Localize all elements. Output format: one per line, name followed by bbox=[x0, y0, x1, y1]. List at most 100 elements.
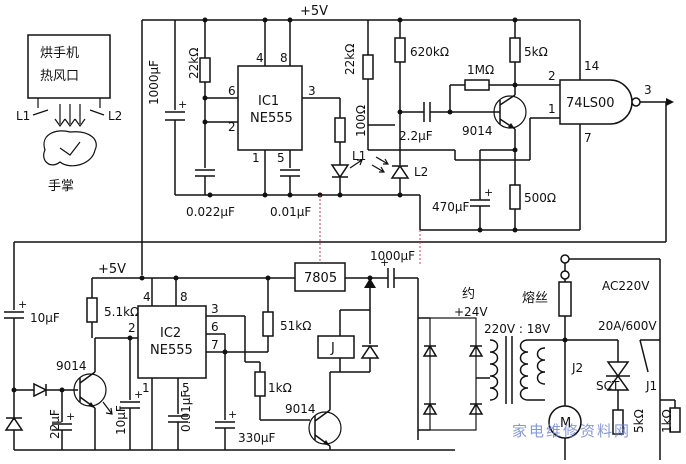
resistor-1k bbox=[254, 371, 266, 397]
vcc-bottom-label: +5V bbox=[98, 262, 126, 277]
gate-pin7: 7 bbox=[584, 131, 592, 145]
sensor-l2-mark bbox=[89, 109, 105, 116]
ic1-name: IC1 bbox=[258, 94, 279, 109]
r-51k-label: 51kΩ bbox=[280, 319, 311, 333]
transistor-9014-top bbox=[493, 95, 527, 129]
resistor-5k-bottom bbox=[612, 409, 624, 435]
transistor-collector bbox=[79, 371, 96, 384]
ic1-type: NE555 bbox=[250, 111, 293, 126]
diode-icon bbox=[33, 382, 48, 398]
ac-terminal bbox=[560, 254, 570, 264]
ic1-pin8: 8 bbox=[280, 51, 288, 65]
q-9014-left-label: 9014 bbox=[56, 359, 87, 373]
c-10u-left-label: 10μF bbox=[30, 311, 60, 325]
nand-bubble bbox=[631, 97, 641, 107]
ic2-ne555 bbox=[137, 305, 207, 379]
resistor-5k bbox=[509, 37, 521, 63]
transformer-label: 220V : 18V bbox=[484, 322, 551, 336]
photodiode-rx-arrow-icon bbox=[371, 164, 386, 173]
transistor-collector bbox=[499, 94, 516, 106]
r-1k-right-label: 1kΩ bbox=[660, 409, 674, 433]
relay-j2-label: J2 bbox=[571, 361, 583, 375]
led-l1-label: L1 bbox=[352, 149, 366, 163]
ic2-pin3: 3 bbox=[211, 302, 219, 316]
ic1-pin4: 4 bbox=[256, 51, 264, 65]
ic2-pin1: 1 bbox=[142, 381, 150, 395]
ic2-pin4: 4 bbox=[143, 290, 151, 304]
c-22u-bottom-label: 22μF bbox=[48, 409, 62, 439]
bridge-rectifier-frame bbox=[429, 317, 477, 431]
c-1000u-reg-label: 1000μF bbox=[370, 249, 415, 263]
c-001u-top-label: 0.01μF bbox=[270, 205, 311, 219]
emitter-arrow-icon bbox=[508, 123, 515, 129]
ic2-pin5: 5 bbox=[182, 381, 190, 395]
relay-j-label: J bbox=[330, 341, 335, 356]
ic2-pin2: 2 bbox=[128, 321, 136, 335]
ic1-pin2: 2 bbox=[228, 120, 236, 134]
led-l1-icon bbox=[330, 164, 350, 179]
transistor-collector bbox=[314, 409, 331, 422]
resistor-22k-b bbox=[362, 54, 374, 80]
gate-pin2: 2 bbox=[548, 69, 556, 83]
junction bbox=[139, 275, 145, 281]
r-1m-label: 1MΩ bbox=[467, 63, 494, 77]
motor-label: M bbox=[560, 416, 571, 431]
gate-type: 74LS00 bbox=[566, 96, 615, 111]
junction bbox=[222, 349, 228, 355]
c-1000u-top-label: 1000μF bbox=[147, 60, 161, 105]
cap-plus: + bbox=[484, 186, 493, 199]
ic2-type: NE555 bbox=[150, 343, 193, 358]
watermark: 家电维修资料网 bbox=[512, 422, 631, 440]
led-emit-arrow-icon bbox=[349, 159, 363, 169]
triac-icon bbox=[606, 361, 630, 378]
fuse bbox=[558, 281, 572, 317]
c-330u-label: 330μF bbox=[238, 431, 276, 445]
cap-plus: + bbox=[18, 298, 27, 311]
hot-air-label: 热风口 bbox=[40, 69, 79, 84]
l1-sensor-label: L1 bbox=[16, 109, 30, 123]
gate-pin14: 14 bbox=[584, 59, 599, 73]
motor bbox=[548, 405, 582, 439]
c-22u-label: 2.2μF bbox=[399, 129, 433, 143]
fuse-label: 熔丝 bbox=[522, 291, 548, 306]
q-9014-bottom-label: 9014 bbox=[285, 402, 316, 416]
relay-j1-contact bbox=[639, 339, 649, 373]
ic2-pin7: 7 bbox=[211, 338, 219, 352]
q-9014-top-label: 9014 bbox=[462, 124, 493, 138]
ic2-pin6: 6 bbox=[211, 320, 219, 334]
c-001u-ic2-label: 0.01μF bbox=[179, 391, 193, 432]
pd-l2-label: L2 bbox=[414, 165, 428, 179]
c-10u-ic2-label: 10μF bbox=[114, 405, 128, 435]
junction bbox=[512, 227, 518, 233]
regulator-label: 7805 bbox=[304, 271, 337, 286]
resistor-100 bbox=[334, 117, 346, 143]
bridge-diode-icon bbox=[468, 344, 484, 357]
vcc-top-label: +5V bbox=[300, 4, 328, 19]
ic1-pin1: 1 bbox=[252, 151, 260, 165]
relay-j1-label: J1 bbox=[645, 379, 657, 393]
emitter-arrow-icon bbox=[88, 402, 95, 408]
resistor-1m bbox=[464, 79, 490, 91]
r-500-label: 500Ω bbox=[524, 191, 556, 205]
bridge-diode-icon bbox=[422, 344, 438, 357]
ic1-pin3: 3 bbox=[308, 84, 316, 98]
regulator-7805 bbox=[294, 262, 346, 292]
r-22k-b-label: 22kΩ bbox=[343, 44, 357, 75]
flyback-diode-icon bbox=[360, 344, 380, 359]
transistor-out-arrow-icon bbox=[102, 401, 113, 415]
cap-plus: + bbox=[66, 410, 75, 423]
ic2-name: IC2 bbox=[160, 326, 181, 341]
r-5-1k-label: 5.1kΩ bbox=[104, 305, 139, 319]
resistor-5-1k bbox=[86, 297, 98, 323]
cap-plus: + bbox=[178, 98, 187, 111]
ic2-pin8: 8 bbox=[180, 290, 188, 304]
r-100-label: 100Ω bbox=[354, 105, 368, 137]
ic1-pin6: 6 bbox=[228, 84, 236, 98]
hand-dryer-illustration: 烘手机 热风口 L1 L2 手掌 bbox=[16, 34, 122, 194]
photodiode-rx-arrow-icon bbox=[375, 156, 390, 165]
r-5k-label: 5kΩ bbox=[524, 45, 548, 59]
resistor-51k bbox=[262, 311, 274, 337]
v-24-label: +24V bbox=[454, 305, 488, 319]
junction bbox=[477, 227, 483, 233]
